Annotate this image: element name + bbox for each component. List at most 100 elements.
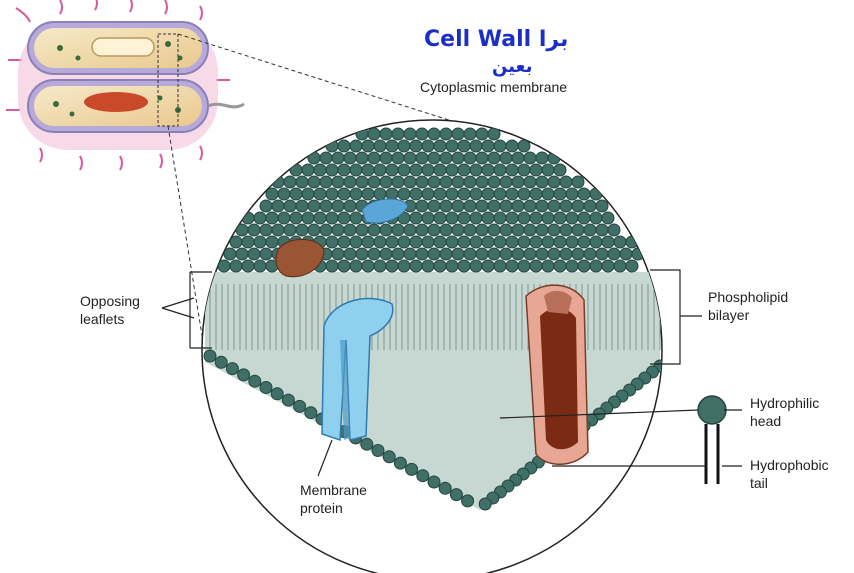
bacterial-cell-illustration [6,0,244,170]
phospholipid-head [326,212,338,224]
label-membrane: Membrane [300,482,367,498]
phospholipid-head [542,188,554,200]
phospholipid-head [554,236,566,248]
phospholipid-head [446,188,458,200]
phospholipid-head [308,224,320,236]
carrier-protein [526,285,588,464]
phospholipid-head [620,248,632,260]
phospholipid-head [386,260,398,272]
phospholipid-head [326,260,338,272]
phospholipid-head [394,457,406,469]
phospholipid-head [476,176,488,188]
phospholipid-head [338,260,350,272]
phospholipid-head [302,188,314,200]
phospholipid-head [368,152,380,164]
phospholipid-head [548,248,560,260]
phospholipid-head [506,236,518,248]
phospholipid-head [434,164,446,176]
phospholipid-head [416,176,428,188]
phospholipid-head [284,176,296,188]
phospholipid-head [404,176,416,188]
phospholipid-head [404,248,416,260]
phospholipid-head [584,200,596,212]
phospholipid-head [356,128,368,140]
phospholipid-head [248,248,260,260]
phospholipid-head [446,260,458,272]
phospholipid-head [608,248,620,260]
phospholipid-head [368,224,380,236]
phospholipid-head [566,188,578,200]
phospholipid-head [362,164,374,176]
phospholipid-head [452,224,464,236]
phospholipid-head [476,128,488,140]
phospholipid-head [548,224,560,236]
phospholipid-head [416,200,428,212]
phospholipid-head [602,212,614,224]
phospholipid-head [488,128,500,140]
phospholipid-head [398,260,410,272]
label-phospholipid: Phospholipid [708,289,788,305]
phospholipid-head [302,164,314,176]
phospholipid-head [518,212,530,224]
phospholipid-head [452,152,464,164]
phospholipid-head [452,248,464,260]
phospholipid-head [380,224,392,236]
phospholipid-head [512,200,524,212]
phospholipid-head [392,152,404,164]
phospholipid-head [458,236,470,248]
phospholipid-head [350,164,362,176]
phospholipid-head [374,188,386,200]
phospholipid-head [356,248,368,260]
phospholipid-head [338,212,350,224]
phospholipid-head [470,260,482,272]
phospholipid-head [596,200,608,212]
phospholipid-head [560,248,572,260]
phospholipid-head [290,164,302,176]
phospholipid-head [626,260,638,272]
phospholipid-head [488,224,500,236]
phospholipid-head [596,248,608,260]
phospholipid-head [368,248,380,260]
phospholipid-head [458,140,470,152]
label-hydrophobic: Hydrophobic [750,457,829,473]
phospholipid-head [410,188,422,200]
phospholipid-head [332,200,344,212]
phospholipid-head [554,164,566,176]
phospholipid-head [326,140,338,152]
phospholipid-head [284,200,296,212]
phospholipid-head [350,260,362,272]
phospholipid-head [260,382,272,394]
phospholipid-head [428,200,440,212]
phospholipid-head [470,188,482,200]
phospholipid-head [326,164,338,176]
phospholipid-head [236,248,248,260]
phospholipid-head [296,176,308,188]
phospholipid-head [344,248,356,260]
phospholipid-head [260,248,272,260]
phospholipid-head [290,188,302,200]
phospholipid-head [272,176,284,188]
phospholipid-head [350,188,362,200]
phospholipid-head [356,152,368,164]
phospholipid-head [416,224,428,236]
phospholipid-head [602,236,614,248]
phospholipid-head [494,188,506,200]
label-hydrophilic: Hydrophilic [750,395,819,411]
phospholipid-head [428,152,440,164]
phospholipid-head [404,128,416,140]
phospholipid-head [482,140,494,152]
phospholipid-head [422,164,434,176]
phospholipid-head [406,463,418,475]
phospholipid-head [410,140,422,152]
phospholipid-head [596,224,608,236]
phospholipid-head [296,200,308,212]
phospholipid-head [238,369,250,381]
phospholipid-head [428,248,440,260]
phospholipid-head [356,176,368,188]
phospholipid-head [428,476,440,488]
phospholipid-head [608,224,620,236]
phospholipid-head [392,176,404,188]
phospholipid-head [314,164,326,176]
phospholipid-head [524,176,536,188]
